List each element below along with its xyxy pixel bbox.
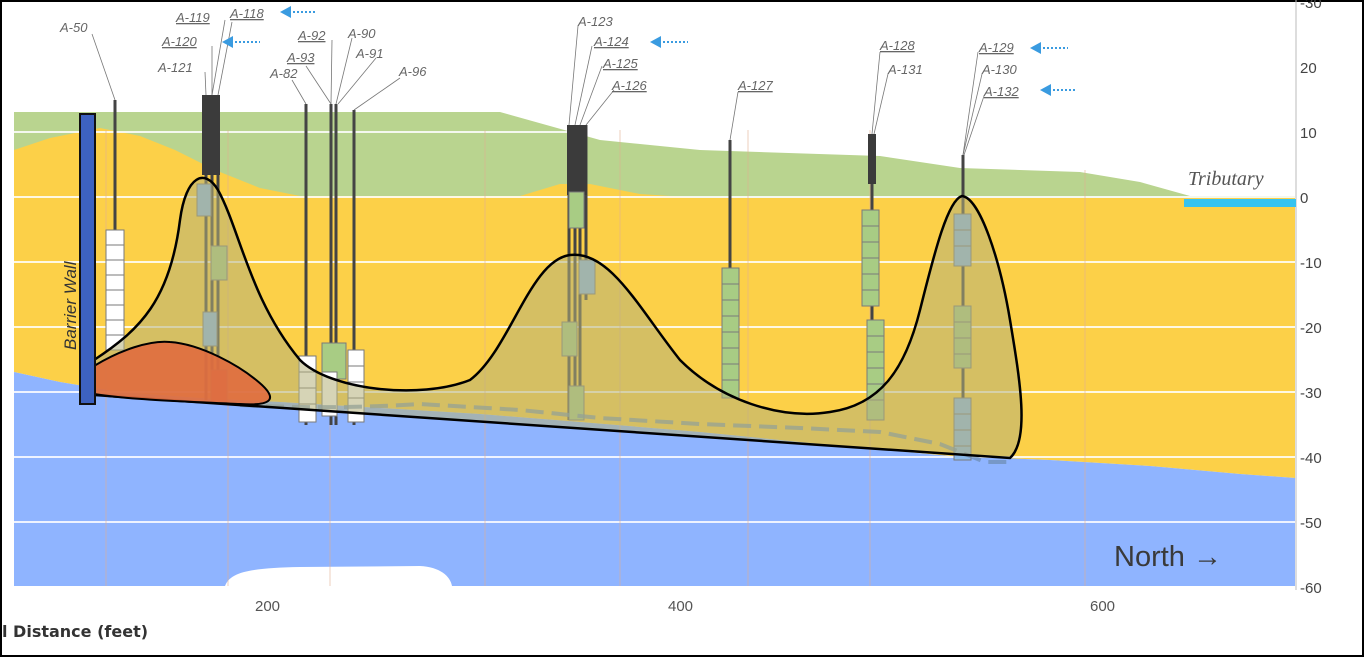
x-axis-title: l Distance (feet) xyxy=(2,622,149,641)
tributary-label: Tributary xyxy=(1188,168,1264,190)
well-label: A-125 xyxy=(602,56,638,71)
arrow-left-icon xyxy=(1030,42,1068,54)
well-label: A-82 xyxy=(269,66,298,81)
well-label: A-96 xyxy=(398,64,427,79)
well-label: A-119 xyxy=(175,10,210,25)
x-tick: 400 xyxy=(668,598,693,615)
well-label: A-123 xyxy=(577,14,613,29)
well-casings-thick xyxy=(202,95,876,195)
y-tick: -30 xyxy=(1300,385,1322,402)
y-tick: -10 xyxy=(1300,255,1322,272)
label-leader-lines xyxy=(91,19,985,156)
arrow-left-icon xyxy=(222,36,260,48)
x-tick: 600 xyxy=(1090,598,1115,615)
well-label: A-129 xyxy=(978,40,1014,55)
y-tick: -20 xyxy=(1300,320,1322,337)
y-tick: -40 xyxy=(1300,450,1322,467)
plume-outline xyxy=(92,176,1023,460)
well-label: A-128 xyxy=(879,38,915,53)
barrier-wall-label: Barrier Wall xyxy=(61,260,80,350)
well-label: A-130 xyxy=(981,62,1017,77)
well-label: A-124 xyxy=(593,34,629,49)
well-label: A-118 xyxy=(229,6,264,21)
y-axis-ticks: -30 20 10 0 -10 -20 -30 -40 -50 -60 xyxy=(1300,0,1322,597)
well-label: A-92 xyxy=(297,28,326,43)
well-label: A-127 xyxy=(737,78,773,93)
well-label: A-126 xyxy=(611,78,647,93)
arrow-left-icon xyxy=(650,36,688,48)
arrow-left-icon xyxy=(1040,84,1076,96)
bottom-void xyxy=(225,566,452,586)
source-zone xyxy=(93,340,271,406)
tributary-water xyxy=(1184,199,1296,207)
blue-arrow-icons xyxy=(222,6,1076,96)
x-tick: 200 xyxy=(255,598,280,615)
well-label: A-91 xyxy=(355,46,383,61)
y-tick: 20 xyxy=(1300,60,1317,77)
well-label: A-93 xyxy=(286,50,315,65)
bedrock-layer xyxy=(14,372,1295,586)
well-label: A-132 xyxy=(983,84,1019,99)
well-labels: A-50 A-119 A-118 A-120 A-121 A-92 A-90 A… xyxy=(59,6,1019,99)
x-axis-ticks: 200 400 600 xyxy=(255,598,1115,615)
north-label: North → xyxy=(1114,541,1222,573)
y-tick: -60 xyxy=(1300,580,1322,597)
well-label: A-121 xyxy=(157,60,193,75)
well-label: A-131 xyxy=(887,62,923,77)
y-tick: 0 xyxy=(1300,190,1308,207)
well-label: A-50 xyxy=(59,20,88,35)
y-tick: -50 xyxy=(1300,515,1322,532)
y-tick: 10 xyxy=(1300,125,1317,142)
barrier-wall xyxy=(79,113,96,405)
well-label: A-90 xyxy=(347,26,376,41)
arrow-left-icon xyxy=(280,6,315,18)
well-label: A-120 xyxy=(161,34,197,49)
surface-soil-layer xyxy=(14,112,1295,216)
y-tick: -30 xyxy=(1300,0,1322,12)
